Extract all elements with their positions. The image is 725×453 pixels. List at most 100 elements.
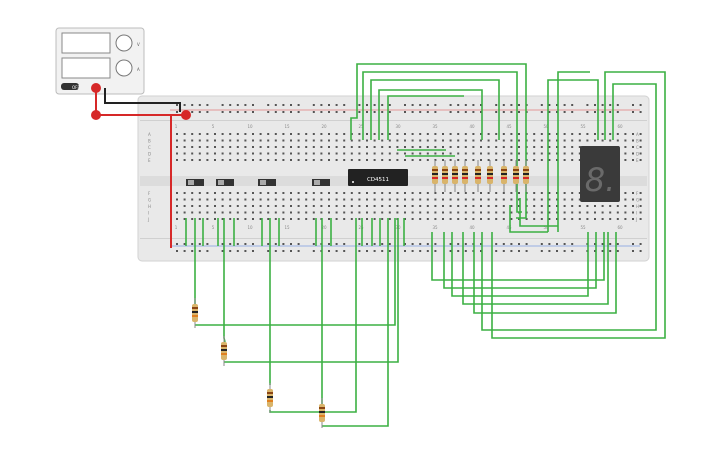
resistor[interactable] xyxy=(475,160,481,192)
row-letter: E xyxy=(636,158,639,163)
pulldown-resistors[interactable] xyxy=(192,298,325,428)
column-number: 35 xyxy=(432,124,438,129)
power-supply[interactable]: V A OFF xyxy=(55,27,145,95)
row-letter: J xyxy=(635,217,637,222)
voltage-knob[interactable] xyxy=(115,34,133,52)
resistor[interactable] xyxy=(452,160,458,192)
column-number: 40 xyxy=(469,225,475,230)
wire-endpoint[interactable] xyxy=(181,110,191,120)
seven-segment-display[interactable]: 8. xyxy=(580,146,620,202)
decoder-ic[interactable]: CD4511 xyxy=(348,169,408,186)
black-power-wire[interactable] xyxy=(104,88,181,112)
jumper-wire[interactable] xyxy=(322,218,389,427)
ic-label: CD4511 xyxy=(367,177,389,183)
column-number: 50 xyxy=(543,225,549,230)
resistor[interactable] xyxy=(432,160,438,192)
current-knob[interactable] xyxy=(115,59,133,77)
row-letter: I xyxy=(148,211,149,216)
column-number: 10 xyxy=(247,225,253,230)
column-number: 20 xyxy=(321,124,327,129)
jumper-wire[interactable] xyxy=(462,232,609,305)
row-letter: C xyxy=(148,145,151,150)
resistor[interactable] xyxy=(221,336,227,366)
resistor[interactable] xyxy=(501,160,507,192)
column-number: 30 xyxy=(395,124,401,129)
column-number: 1 xyxy=(175,225,178,230)
jumper-wire[interactable] xyxy=(509,205,548,233)
row-letter: G xyxy=(636,198,639,203)
column-number: 45 xyxy=(506,124,512,129)
column-number: 40 xyxy=(469,124,475,129)
row-letter: C xyxy=(636,145,639,150)
row-letter: B xyxy=(148,139,151,144)
row-letter: F xyxy=(636,191,639,196)
column-number: 10 xyxy=(247,124,253,129)
resistor[interactable] xyxy=(192,298,198,328)
column-number: 50 xyxy=(543,124,549,129)
column-number: 5 xyxy=(212,225,215,230)
power-switch-label: OFF xyxy=(72,85,80,90)
jumper-wire[interactable] xyxy=(195,218,396,326)
jumper-wire[interactable] xyxy=(473,232,617,314)
jumper-wire[interactable] xyxy=(370,79,500,140)
jumper-wire[interactable] xyxy=(519,198,558,227)
current-knob-label: A xyxy=(137,67,140,72)
row-letter: J xyxy=(147,217,149,222)
green-wires[interactable] xyxy=(185,63,666,427)
row-letter: H xyxy=(636,204,639,209)
jumper-wire[interactable] xyxy=(378,89,483,140)
row-letter: D xyxy=(636,152,639,157)
jumper-wire[interactable] xyxy=(431,232,605,281)
column-number: 60 xyxy=(617,225,623,230)
resistor[interactable] xyxy=(319,398,325,428)
column-number: 20 xyxy=(321,225,327,230)
row-letter: I xyxy=(636,211,637,216)
seven-segment-value: 8. xyxy=(585,161,616,199)
slide-switch[interactable] xyxy=(216,179,234,186)
resistor[interactable] xyxy=(267,383,273,413)
jumper-wire[interactable] xyxy=(557,71,590,232)
slide-switch[interactable] xyxy=(186,179,204,186)
column-number: 55 xyxy=(580,124,586,129)
jumper-wire[interactable] xyxy=(547,79,599,232)
jumper-wire[interactable] xyxy=(350,63,527,219)
jumper-wire[interactable] xyxy=(362,71,522,213)
row-letter: A xyxy=(148,132,151,137)
breadboard-holes[interactable] xyxy=(176,104,642,252)
resistor[interactable] xyxy=(523,160,529,192)
column-number: 15 xyxy=(284,225,290,230)
power-wires[interactable] xyxy=(91,83,191,248)
resistor[interactable] xyxy=(462,160,468,192)
row-letter: H xyxy=(148,204,151,209)
resistor[interactable] xyxy=(487,160,493,192)
row-letter: B xyxy=(636,139,639,144)
resistor[interactable] xyxy=(442,160,448,192)
jumper-wire[interactable] xyxy=(491,71,666,339)
row-letter: A xyxy=(636,132,639,137)
voltage-knob-label: V xyxy=(137,42,140,47)
column-number: 60 xyxy=(617,124,623,129)
row-letter: G xyxy=(148,198,151,203)
column-number: 15 xyxy=(284,124,290,129)
row-letter: D xyxy=(148,152,151,157)
supply-terminal[interactable] xyxy=(91,83,101,93)
resistor[interactable] xyxy=(513,160,519,192)
row-letter: F xyxy=(148,191,151,196)
jumper-wire[interactable] xyxy=(443,232,597,289)
wire-endpoint[interactable] xyxy=(91,110,101,120)
slide-switches[interactable] xyxy=(186,179,330,186)
breadboard-resistors[interactable] xyxy=(432,160,529,192)
column-number: 5 xyxy=(212,124,215,129)
column-number: 35 xyxy=(432,225,438,230)
slide-switch[interactable] xyxy=(258,179,276,186)
row-letter: E xyxy=(148,158,151,163)
column-number: 55 xyxy=(580,225,586,230)
jumper-wire[interactable] xyxy=(387,95,464,140)
jumper-wire[interactable] xyxy=(224,218,399,363)
column-number: 1 xyxy=(175,124,178,129)
power-switch[interactable] xyxy=(61,83,79,90)
jumper-wire[interactable] xyxy=(451,232,589,297)
slide-switch[interactable] xyxy=(312,179,330,186)
